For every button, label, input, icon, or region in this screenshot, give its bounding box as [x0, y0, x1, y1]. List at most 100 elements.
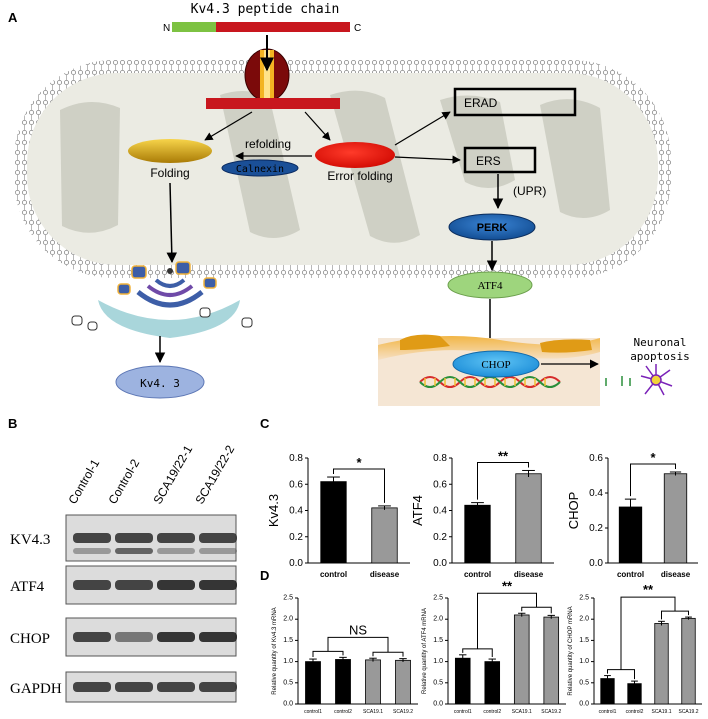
- error-folding-label: Error folding: [327, 169, 392, 183]
- y-axis-label: Relative quantity of CHOP mRNA: [568, 606, 574, 695]
- apoptosis-label-2: apoptosis: [630, 350, 690, 363]
- bar: [681, 617, 696, 705]
- blot-row-label: ATF4: [10, 579, 45, 595]
- blot-lane-label: Control-2: [105, 456, 142, 506]
- ers-label: ERS: [476, 154, 501, 168]
- nascent-chain: [206, 98, 340, 109]
- blot-row-label: KV4.3: [10, 532, 50, 548]
- blot-band: [199, 632, 237, 642]
- blot-lane-label: Control-1: [65, 456, 102, 506]
- x-tick-label: control1: [304, 709, 322, 715]
- significance-bracket: NS: [312, 622, 404, 658]
- erad-box: [453, 87, 577, 117]
- bar: [365, 659, 381, 705]
- y-tick-label: 0.8: [433, 453, 447, 464]
- bar: [543, 616, 560, 705]
- blot-band-lower: [199, 548, 237, 554]
- x-tick-label: control2: [334, 709, 352, 715]
- y-tick-label: 0.4: [289, 506, 303, 517]
- bar: [454, 657, 471, 705]
- blot-band: [157, 580, 195, 590]
- y-tick-label: 0.0: [289, 558, 303, 569]
- y-tick-label: 2.5: [579, 595, 589, 602]
- y-tick-label: 1.5: [433, 637, 443, 644]
- arrow-to-golgi: [166, 182, 178, 264]
- y-tick-label: 0.5: [579, 679, 589, 686]
- significance-label: NS: [349, 622, 367, 637]
- bar: [371, 507, 398, 564]
- panel-label-a: A: [8, 10, 18, 25]
- blot-band: [157, 682, 195, 692]
- arrow-to-ers: [394, 155, 461, 164]
- x-tick-label: disease: [370, 570, 400, 579]
- y-tick-label: 0.4: [433, 506, 447, 517]
- y-tick-label: 1.5: [283, 637, 293, 644]
- significance-label: *: [650, 450, 656, 465]
- x-tick-label: SCA19.1: [512, 709, 532, 715]
- atf4-label: ATF4: [477, 280, 503, 292]
- y-tick-label: 1.0: [579, 658, 589, 665]
- y-axis-label: CHOP: [566, 492, 581, 530]
- x-tick-label: disease: [661, 570, 691, 579]
- bar: [600, 678, 615, 705]
- blot-band: [115, 580, 153, 590]
- x-tick-label: control: [617, 570, 644, 579]
- blot-band: [73, 533, 111, 543]
- atf4-shape: [447, 271, 533, 299]
- blot-lane-label: SCA19/22-1: [150, 443, 195, 507]
- x-tick-label: SCA19.2: [541, 709, 561, 715]
- chop-label: CHOP: [481, 359, 510, 371]
- erad-label: ERAD: [464, 96, 498, 110]
- x-tick-label: SCA19.1: [651, 709, 671, 715]
- calnexin-shape: [221, 159, 299, 177]
- y-tick-label: 1.5: [579, 637, 589, 644]
- y-tick-label: 0.5: [433, 679, 443, 686]
- apoptosis-label-1: Neuronal: [634, 336, 687, 349]
- kv43-shape: [115, 365, 205, 399]
- arrow-to-erad: [394, 111, 451, 146]
- bar: [654, 623, 669, 705]
- y-tick-label: 2.5: [433, 595, 443, 602]
- neuron-icon: [640, 364, 673, 396]
- y-tick-label: 0.6: [289, 479, 303, 490]
- x-tick-label: disease: [514, 570, 544, 579]
- blot-band: [157, 632, 195, 642]
- significance-label: **: [498, 448, 509, 463]
- x-tick-label: control: [320, 570, 347, 579]
- y-tick-label: 0.6: [433, 479, 447, 490]
- y-tick-label: 0.0: [589, 558, 603, 569]
- bar: [320, 481, 347, 564]
- blot-band: [199, 580, 237, 590]
- folding-protein-blob: [128, 139, 212, 163]
- blot-band-lower: [157, 548, 195, 554]
- y-tick-label: 0.0: [433, 701, 443, 708]
- ers-box: [463, 146, 537, 174]
- blot-row-label: CHOP: [10, 631, 50, 647]
- perk-shape: [448, 213, 536, 241]
- blot-band: [115, 632, 153, 642]
- n-terminus-label: N: [163, 23, 170, 34]
- x-tick-label: control1: [454, 709, 472, 715]
- c-terminus-label: C: [354, 23, 361, 34]
- error-folding-blob: [315, 142, 395, 168]
- refolding-label: refolding: [245, 137, 291, 151]
- blot-band: [73, 632, 111, 642]
- upr-label: (UPR): [513, 184, 546, 198]
- bar: [663, 473, 688, 564]
- y-tick-label: 0.2: [433, 532, 447, 543]
- y-tick-label: 2.0: [283, 616, 293, 623]
- y-tick-label: 0.0: [433, 558, 447, 569]
- panel-label-b: B: [8, 416, 17, 431]
- y-tick-label: 0.6: [589, 453, 603, 464]
- y-tick-label: 1.0: [433, 658, 443, 665]
- significance-bracket: *: [630, 450, 676, 497]
- y-tick-label: 0.2: [289, 532, 303, 543]
- y-tick-label: 2.0: [579, 616, 589, 623]
- bar: [395, 659, 411, 705]
- y-axis-label: Relative quantity of ATF4 mRNA: [422, 608, 428, 694]
